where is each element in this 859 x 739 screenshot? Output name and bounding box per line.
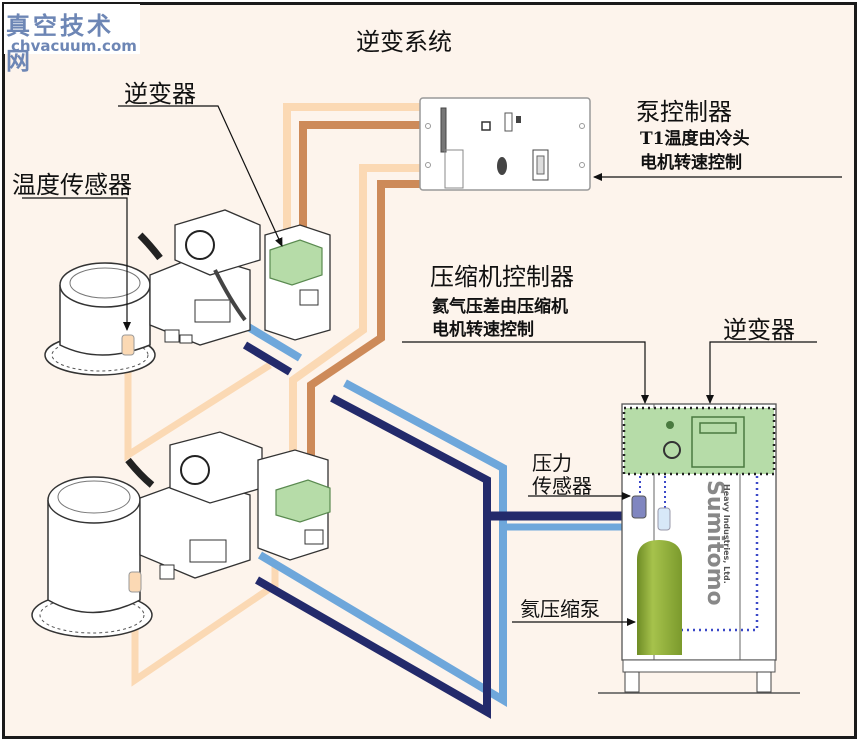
sensor-cable-upper <box>124 350 272 462</box>
temperature-sensor-upper <box>121 334 135 356</box>
pressure-sensor <box>631 495 647 519</box>
pump-controller-cables <box>283 103 420 470</box>
label-compressor-controller-line1: 氦气压差由压缩机 <box>432 297 568 317</box>
label-pressure-sensor-line1: 压力 <box>532 451 572 475</box>
leader-inverter-top <box>118 105 283 247</box>
helium-compressor-unit <box>598 403 800 694</box>
label-pump-controller-title: 泵控制器 <box>636 98 732 126</box>
cable-upper-light <box>283 103 420 240</box>
upper-cryopump <box>44 209 331 376</box>
watermark: 真空技术网 chvacuum.com <box>4 4 140 75</box>
label-inverter-top: 逆变器 <box>124 80 196 108</box>
label-inverter-right: 逆变器 <box>723 316 795 344</box>
label-compressor-controller-title: 压缩机控制器 <box>430 263 574 291</box>
label-pump-controller-line2: 电机转速控制 <box>640 153 742 173</box>
watermark-chinese: 真空技术网 <box>6 11 114 75</box>
hose-return-upper <box>242 341 293 376</box>
hose-supply-main <box>257 379 507 708</box>
helium-tank <box>637 540 682 655</box>
compressor-brand-sub: Heavy Industries, Ltd. <box>722 484 731 584</box>
label-compressor-controller-line2: 电机转速控制 <box>432 320 534 340</box>
cable-lower-light <box>289 164 420 465</box>
temperature-sensor-cables <box>124 350 279 687</box>
compressor-brand: Sumitomo <box>702 480 727 606</box>
label-pressure-sensor-line2: 传感器 <box>532 474 592 498</box>
leader-compressor-controller <box>402 341 649 404</box>
cable-upper-copper <box>299 121 420 236</box>
label-temperature-sensor: 温度传感器 <box>12 171 132 199</box>
diagram-title: 逆变系统 <box>356 28 452 56</box>
watermark-site: chvacuum.com <box>11 37 137 55</box>
hose-return-main <box>255 394 491 719</box>
label-helium-compressor: 氦压缩泵 <box>520 597 600 621</box>
sensor-cable-lower <box>131 565 279 687</box>
callout-lines <box>22 105 842 626</box>
inverter-lower <box>275 479 331 523</box>
cable-lower-copper <box>307 180 420 470</box>
inverter-upper <box>269 239 323 286</box>
leader-temperature-sensor <box>22 197 131 331</box>
temperature-sensor-lower <box>128 571 142 593</box>
label-pump-controller-line1: T1温度由冷头 <box>640 129 750 149</box>
compressor-inverter-zone <box>622 406 776 476</box>
pump-controller-unit <box>419 97 591 191</box>
leader-inverter-right <box>706 341 817 404</box>
lower-cryopump <box>31 431 331 638</box>
